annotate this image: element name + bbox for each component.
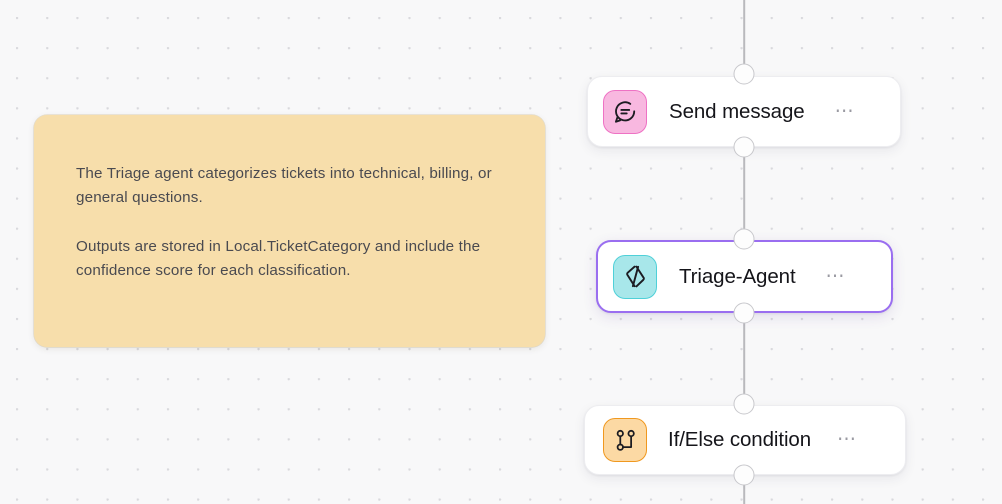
node-send-message[interactable]: Send message ⋯: [587, 76, 901, 147]
edge-if-else-to-bottom: [743, 474, 745, 504]
workflow-note[interactable]: The Triage agent categorizes tickets int…: [34, 115, 545, 347]
node-if-else-condition[interactable]: If/Else condition ⋯: [584, 405, 906, 475]
edge-send-message-to-triage-agent: [743, 146, 745, 239]
handle-triage-agent-top[interactable]: [733, 228, 755, 250]
handle-triage-agent-bottom[interactable]: [733, 302, 755, 324]
branch-icon: [603, 418, 647, 462]
node-menu-if-else-condition[interactable]: ⋯: [837, 429, 858, 450]
chat-bubble-icon: [603, 89, 647, 134]
handle-if-else-top[interactable]: [733, 393, 755, 415]
node-triage-agent[interactable]: Triage-Agent ⋯: [596, 240, 893, 313]
node-label-triage-agent: Triage-Agent: [679, 264, 796, 288]
node-label-send-message: Send message: [669, 99, 805, 123]
node-menu-triage-agent[interactable]: ⋯: [825, 265, 846, 287]
node-menu-send-message[interactable]: ⋯: [834, 100, 855, 122]
note-paragraph-2: Outputs are stored in Local.TicketCatego…: [76, 237, 481, 280]
edge-triage-agent-to-if-else: [743, 313, 745, 405]
handle-send-message-bottom[interactable]: [733, 136, 755, 158]
edge-top-to-send-message: [743, 0, 745, 74]
note-paragraph-1: The Triage agent categorizes tickets int…: [76, 165, 492, 207]
node-label-if-else-condition: If/Else condition: [668, 428, 812, 451]
agent-hexagon-icon: [613, 254, 657, 299]
handle-send-message-top[interactable]: [733, 63, 755, 85]
handle-if-else-bottom[interactable]: [733, 464, 755, 486]
